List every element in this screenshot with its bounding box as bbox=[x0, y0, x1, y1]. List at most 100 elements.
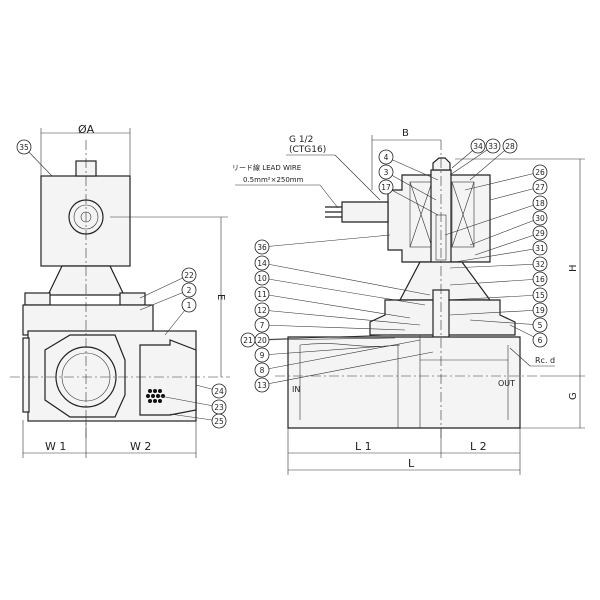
balloon-number: 35 bbox=[19, 143, 29, 152]
balloon-part-13: 13 bbox=[254, 351, 434, 393]
balloon-circle bbox=[532, 240, 548, 256]
balloon-part-35: 35 bbox=[16, 139, 53, 177]
balloon-circle bbox=[254, 377, 270, 393]
balloon-part-34: 34 bbox=[451, 138, 486, 169]
port-thread-label: Rc. d bbox=[535, 356, 555, 365]
balloon-part-20: 20 bbox=[254, 332, 396, 348]
solenoid-coil-housing bbox=[40, 175, 131, 267]
balloon-circle bbox=[254, 317, 270, 333]
balloon-circle bbox=[254, 255, 270, 271]
leader-line bbox=[449, 263, 541, 269]
leader-line bbox=[469, 217, 541, 246]
balloon-number: 16 bbox=[535, 275, 545, 284]
balloon-number: 7 bbox=[260, 321, 265, 330]
balloon-part-28: 28 bbox=[469, 138, 518, 181]
leader-line bbox=[385, 171, 437, 201]
balloon-part-2: 2 bbox=[139, 282, 197, 311]
balloon-number: 6 bbox=[538, 336, 543, 345]
balloon-number: 4 bbox=[384, 153, 389, 162]
balloon-part-32: 32 bbox=[449, 256, 548, 272]
balloon-number: 8 bbox=[260, 366, 265, 375]
balloon-number: 34 bbox=[473, 142, 483, 151]
balloon-part-1: 1 bbox=[164, 297, 197, 336]
top-nut-section bbox=[432, 157, 451, 171]
balloon-part-33: 33 bbox=[449, 138, 501, 176]
balloon-part-14: 14 bbox=[254, 255, 431, 296]
leader-line bbox=[261, 309, 421, 326]
dim-l1: L 1 bbox=[355, 440, 372, 453]
balloon-number: 18 bbox=[535, 199, 545, 208]
side-view: ØA E W 1 W 2 bbox=[10, 123, 230, 458]
balloon-circle bbox=[254, 302, 270, 318]
section-view: IN OUT B G 1/2 (CTG16) リード線 LEAD WIRE 0.… bbox=[232, 128, 585, 475]
inlet-label: IN bbox=[292, 385, 300, 394]
balloon-number: 36 bbox=[257, 243, 267, 252]
balloon-number: 11 bbox=[257, 290, 267, 299]
balloon-circle bbox=[211, 383, 227, 399]
balloon-circle bbox=[532, 195, 548, 211]
balloon-part-15: 15 bbox=[447, 287, 548, 303]
balloon-part-23: 23 bbox=[159, 395, 227, 415]
balloon-number: 20 bbox=[257, 336, 267, 345]
dim-phi-a: ØA bbox=[78, 123, 95, 136]
leader-line bbox=[261, 262, 431, 296]
balloon-part-7: 7 bbox=[254, 317, 406, 333]
thread-sub-label: (CTG16) bbox=[289, 145, 326, 155]
leader-line bbox=[261, 351, 434, 386]
dim-g: G bbox=[568, 392, 579, 400]
balloon-number: 26 bbox=[535, 168, 545, 177]
balloon-part-3: 3 bbox=[378, 164, 437, 201]
balloon-number: 13 bbox=[257, 381, 267, 390]
balloon-number: 2 bbox=[187, 286, 192, 295]
dim-h: H bbox=[568, 264, 579, 272]
balloon-part-22: 22 bbox=[139, 267, 197, 299]
balloon-circle bbox=[532, 164, 548, 180]
balloon-circle bbox=[485, 138, 501, 154]
balloon-part-16: 16 bbox=[449, 271, 548, 287]
balloon-circle bbox=[254, 270, 270, 286]
balloon-part-19: 19 bbox=[449, 302, 548, 318]
outlet-label: OUT bbox=[498, 379, 515, 388]
balloon-number: 33 bbox=[488, 142, 498, 151]
balloon-part-10: 10 bbox=[254, 270, 426, 306]
balloon-circle bbox=[378, 179, 394, 195]
leader-line bbox=[169, 413, 220, 422]
balloon-circle bbox=[254, 286, 270, 302]
leader-line bbox=[247, 334, 391, 341]
dim-b: B bbox=[402, 128, 409, 139]
balloon-circle bbox=[532, 179, 548, 195]
balloon-circle bbox=[532, 225, 548, 241]
balloon-part-4: 4 bbox=[378, 149, 439, 181]
balloon-number: 32 bbox=[535, 260, 545, 269]
leader-line bbox=[469, 145, 511, 181]
balloon-number: 29 bbox=[535, 229, 545, 238]
leader-line bbox=[159, 395, 220, 408]
lead-wires bbox=[325, 206, 342, 218]
dim-w2: W 2 bbox=[130, 440, 151, 453]
balloon-circle bbox=[254, 332, 270, 348]
lead-wire-label: リード線 LEAD WIRE bbox=[232, 163, 301, 172]
strainer-mesh-icon bbox=[146, 389, 165, 403]
balloon-number: 3 bbox=[384, 168, 389, 177]
leader-line bbox=[474, 232, 541, 256]
bolt-head bbox=[119, 292, 146, 306]
balloon-circle bbox=[532, 332, 548, 348]
leader-line bbox=[454, 247, 541, 263]
balloon-part-36: 36 bbox=[254, 234, 391, 255]
balloon-part-12: 12 bbox=[254, 302, 421, 326]
balloon-circle bbox=[254, 347, 270, 363]
balloon-part-6: 6 bbox=[509, 324, 548, 348]
leader-line bbox=[261, 293, 411, 319]
dim-e: E bbox=[215, 294, 226, 300]
balloon-number: 14 bbox=[257, 259, 267, 268]
balloon-circle bbox=[532, 256, 548, 272]
balloon-circle bbox=[378, 149, 394, 165]
balloon-circle bbox=[532, 287, 548, 303]
balloon-number: 22 bbox=[184, 271, 194, 280]
balloon-circle bbox=[254, 362, 270, 378]
leader-line bbox=[449, 309, 541, 316]
leader-line bbox=[489, 186, 541, 201]
